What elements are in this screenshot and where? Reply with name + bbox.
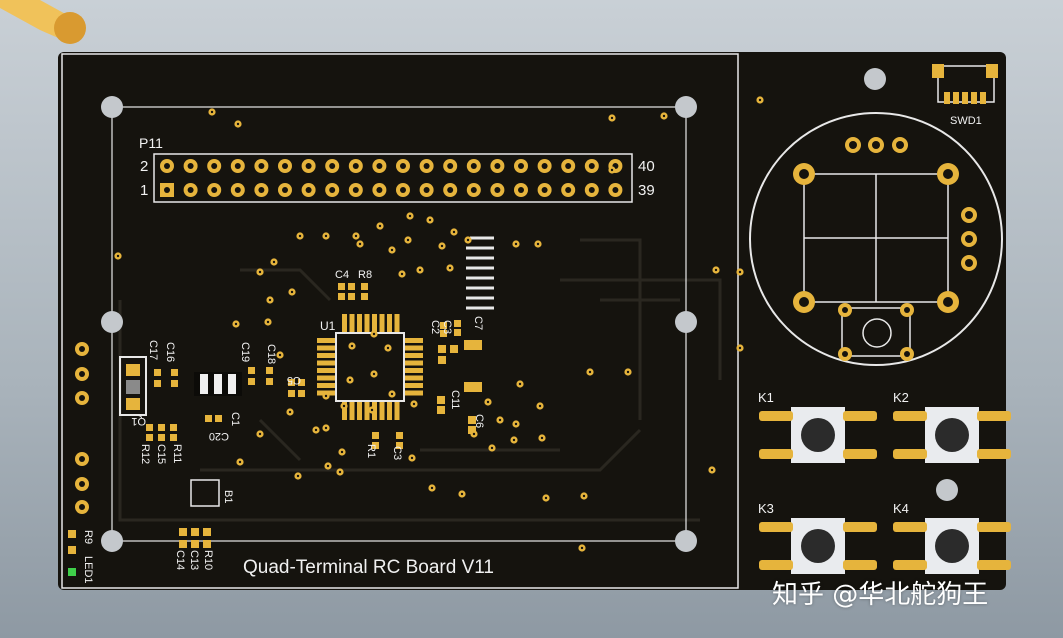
c6-label: C6 <box>473 414 485 428</box>
c4-label: C4 <box>335 269 349 281</box>
c20-label: C20 <box>209 430 229 442</box>
c15-label: C15 <box>155 444 167 464</box>
k2-label: K2 <box>893 390 909 405</box>
u1-label: U1 <box>320 319 336 333</box>
led1-pad <box>68 568 76 576</box>
c17-label: C17 <box>147 340 159 360</box>
c1-label: C1 <box>229 412 241 426</box>
k4-label: K4 <box>893 501 909 516</box>
c19-label: C19 <box>239 342 251 362</box>
c11-label: C11 <box>449 390 461 409</box>
header-ref-label: P11 <box>139 135 163 151</box>
c3-label: C3 <box>391 446 403 460</box>
header-p11-pins <box>160 159 623 197</box>
buzzer-b1 <box>190 479 220 507</box>
header-pin2-label: 2 <box>140 158 148 175</box>
c2-label: C2 <box>429 320 441 334</box>
chip-c1 <box>194 372 242 396</box>
k1-label: K1 <box>758 390 774 405</box>
header-p11-outline <box>153 153 633 203</box>
r9-label: R9 <box>82 530 94 544</box>
q1-label: Q1 <box>131 415 146 427</box>
fpc-connector <box>466 236 494 310</box>
swd1-connector <box>932 64 998 104</box>
board-title: Quad-Terminal RC Board V11 <box>243 557 494 578</box>
tactile-switches <box>759 407 1011 574</box>
joystick-pads <box>793 137 977 361</box>
c16-label: C16 <box>164 342 176 362</box>
c3b-label: C3 <box>441 320 453 334</box>
pcb-board <box>58 52 1006 590</box>
swd1-label: SWD1 <box>950 115 982 127</box>
c13-label: C13 <box>188 550 200 570</box>
c18-label: C18 <box>265 344 277 364</box>
watermark-text: 知乎 @华北舵狗王 <box>772 580 989 610</box>
header-pin39-label: 39 <box>638 182 655 199</box>
via-field <box>114 96 764 552</box>
c14-label: C14 <box>174 550 186 570</box>
c5-label: C5 <box>287 374 301 386</box>
led1-label: LED1 <box>82 556 94 584</box>
joystick-footprint <box>749 112 1003 366</box>
mounting-holes <box>101 68 958 552</box>
r1-label: R1 <box>365 444 377 458</box>
r10-label: R10 <box>202 550 214 570</box>
header-pin40-label: 40 <box>638 158 655 175</box>
c7-label: C7 <box>472 316 484 330</box>
header-pin1-label: 1 <box>140 182 148 199</box>
regulator-q1 <box>119 356 147 416</box>
corner-decoration-dot <box>54 12 86 44</box>
r8-label: R8 <box>358 269 372 281</box>
mcu-u1 <box>317 314 423 420</box>
r12-label: R12 <box>139 444 151 464</box>
r11-label: R11 <box>171 444 183 463</box>
k3-label: K3 <box>758 501 774 516</box>
board-outline <box>61 53 739 589</box>
b1-label: B1 <box>222 490 234 503</box>
passive-pads <box>68 283 482 554</box>
